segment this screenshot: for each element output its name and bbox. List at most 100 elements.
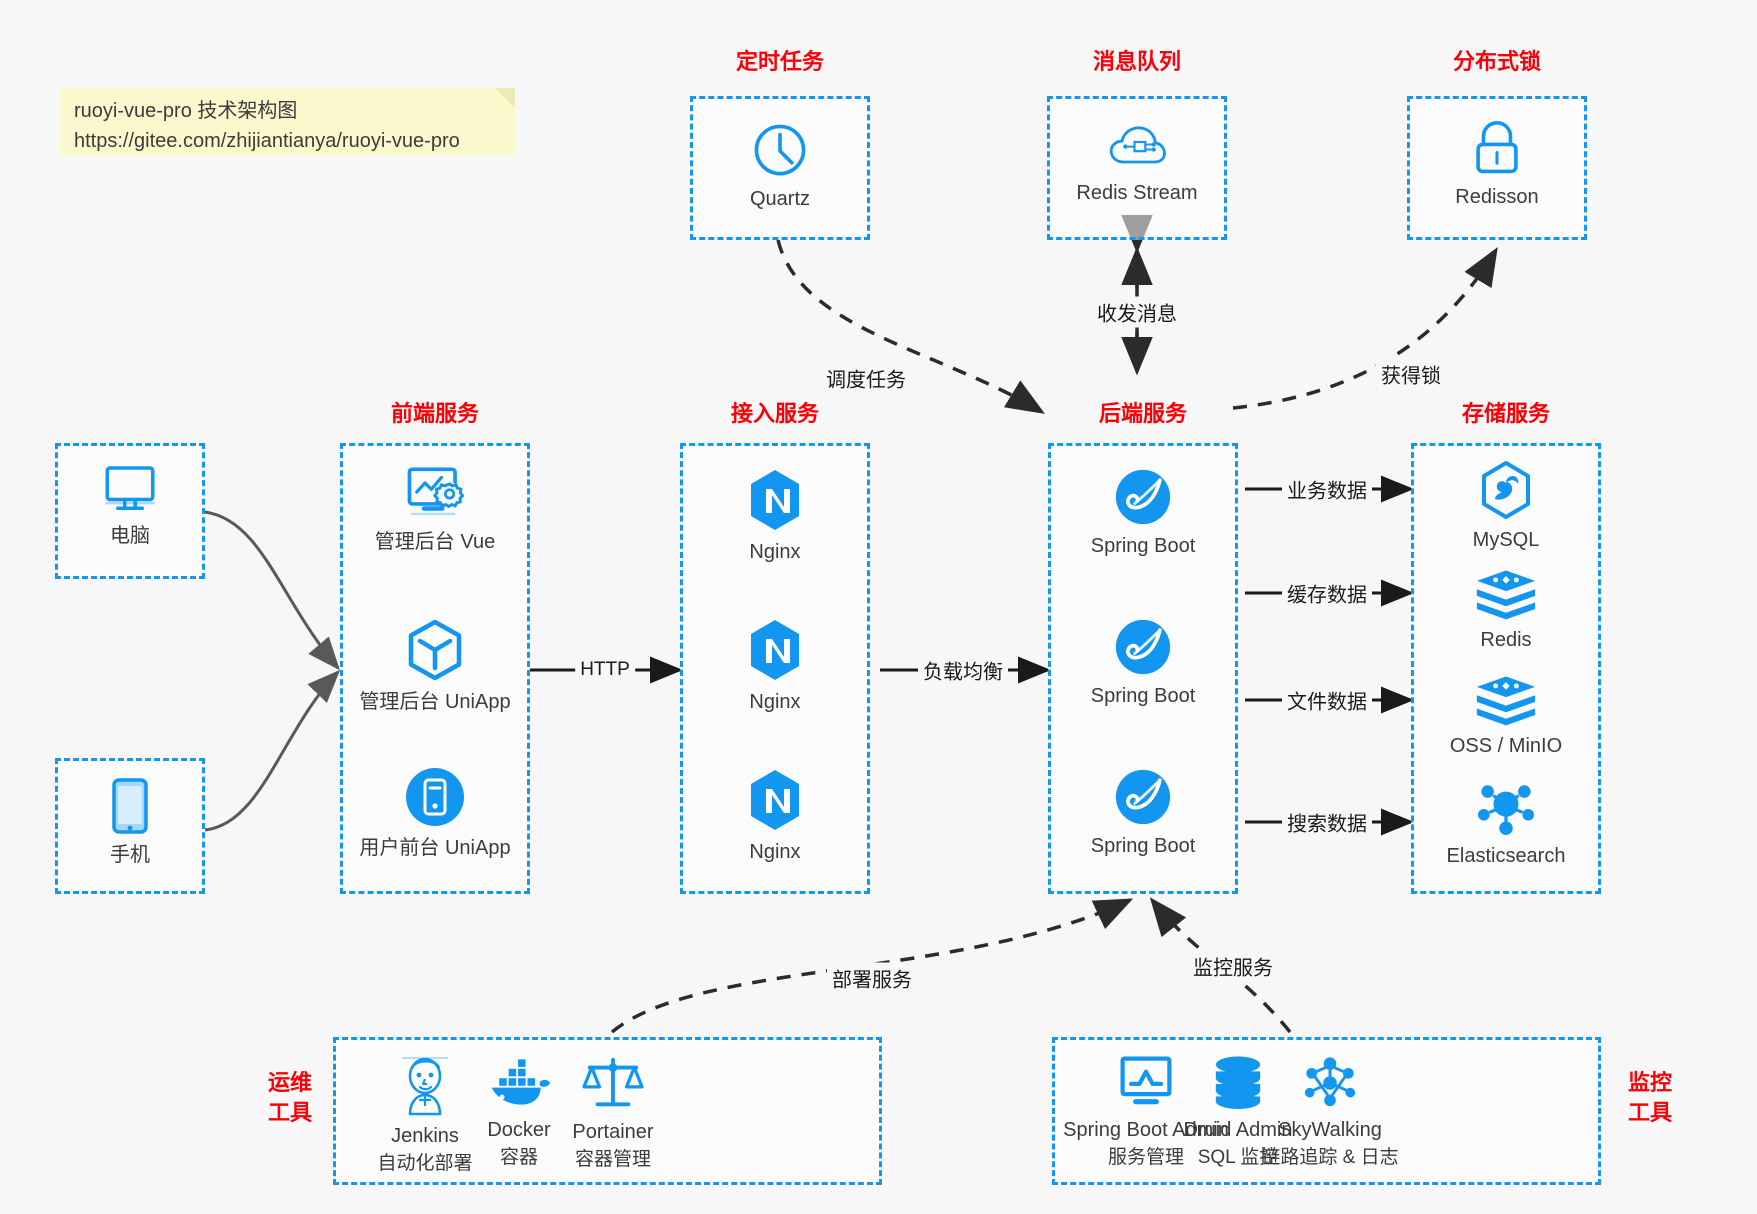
cube-icon [408, 619, 462, 681]
edge-label-schedule-task: 调度任务 [821, 362, 911, 394]
node-redisson[interactable]: Redisson [1410, 119, 1584, 210]
mobile-app-icon [406, 768, 464, 826]
dashboard-gear-icon [407, 467, 465, 516]
node-nginx-2[interactable]: Nginx [683, 618, 867, 715]
spring-boot-icon [1115, 619, 1171, 675]
node-label: 手机 [110, 844, 150, 866]
spring-boot-icon [1115, 769, 1171, 825]
monitor-chart-icon [1120, 1056, 1172, 1105]
node-oss-minio[interactable]: OSS / MinIO [1414, 674, 1598, 759]
node-label: SkyWalking [1278, 1119, 1382, 1141]
node-label: Redisson [1455, 186, 1539, 208]
docker-icon [491, 1059, 551, 1105]
group-title-devops-line2: 工具 [267, 1100, 312, 1125]
note-fold-corner [495, 88, 515, 108]
edge-label-business-data: 业务数据 [1282, 473, 1372, 505]
scales-icon [582, 1057, 644, 1107]
group-title-frontend: 前端服务 [390, 401, 479, 426]
node-label: 用户前台 UniApp [359, 837, 511, 859]
group-title-mq: 消息队列 [1092, 49, 1181, 74]
node-elasticsearch[interactable]: Elasticsearch [1414, 780, 1598, 869]
nginx-icon [751, 620, 799, 680]
node-label: Elasticsearch [1446, 845, 1566, 867]
group-box-storage: MySQL Redis OSS / MinIO [1411, 443, 1601, 894]
group-box-monitor: Spring Boot Admin 服务管理 Druid Admin SQL 监… [1052, 1037, 1601, 1185]
node-skywalking[interactable]: SkyWalking 链路追踪 & 日志 [1147, 1054, 1513, 1171]
smartphone-icon [112, 778, 148, 834]
group-box-pc-client: 电脑 [55, 443, 205, 579]
node-label: 管理后台 Vue [374, 531, 496, 553]
node-druid-admin[interactable]: Druid Admin SQL 监控 [1055, 1054, 1421, 1171]
node-spring-boot-3[interactable]: Spring Boot [1051, 768, 1235, 859]
node-label: Nginx [749, 541, 801, 563]
edge-label-http: HTTP [575, 658, 635, 682]
clock-icon [754, 124, 806, 176]
redis-icon [1476, 676, 1536, 726]
group-box-scheduler: Quartz [690, 96, 870, 240]
node-label: OSS / MinIO [1449, 735, 1563, 757]
database-icon [1215, 1056, 1261, 1109]
node-spring-boot-2[interactable]: Spring Boot [1051, 618, 1235, 709]
node-admin-uniapp[interactable]: 管理后台 UniApp [343, 618, 527, 715]
edge-label-search-data: 搜索数据 [1282, 806, 1372, 838]
node-label: MySQL [1472, 529, 1540, 551]
group-title-storage: 存储服务 [1461, 401, 1550, 426]
node-pc[interactable]: 电脑 [58, 462, 202, 549]
node-sublabel: 服务管理 [1107, 1147, 1184, 1168]
node-user-uniapp[interactable]: 用户前台 UniApp [343, 766, 527, 861]
node-mobile[interactable]: 手机 [58, 777, 202, 868]
edge-label-load-balance: 负载均衡 [918, 654, 1008, 686]
node-sublabel: 容器 [499, 1147, 538, 1168]
node-label: Spring Boot [1090, 535, 1196, 557]
group-title-gateway: 接入服务 [730, 401, 819, 426]
node-nginx-1[interactable]: Nginx [683, 468, 867, 565]
node-sublabel: 容器管理 [574, 1149, 651, 1170]
group-title-monitor: 监控 工具 [1615, 1068, 1685, 1128]
group-title-scheduler: 定时任务 [735, 49, 824, 74]
node-jenkins[interactable]: Jenkins 自动化部署 [242, 1054, 608, 1177]
node-label: Docker [487, 1119, 551, 1141]
group-box-frontend: 管理后台 Vue 管理后台 UniApp 用户前台 UniApp [340, 443, 530, 894]
node-docker[interactable]: Docker 容器 [336, 1054, 702, 1171]
cloud-network-icon [1109, 126, 1166, 164]
node-label: Spring Boot [1090, 685, 1196, 707]
network-nodes-icon [1304, 1057, 1356, 1107]
node-label: Nginx [749, 691, 801, 713]
node-sublabel: SQL 监控 [1197, 1147, 1279, 1168]
group-title-lock: 分布式锁 [1452, 49, 1541, 74]
note-url: https://gitee.com/zhijiantianya/ruoyi-vu… [74, 130, 460, 152]
edge-label-acquire-lock: 获得锁 [1376, 358, 1446, 390]
group-box-lock: Redisson [1407, 96, 1587, 240]
node-label: 管理后台 UniApp [359, 691, 511, 713]
node-redis[interactable]: Redis [1414, 568, 1598, 653]
group-box-mobile-client: 手机 [55, 758, 205, 894]
node-label: Druid Admin [1183, 1119, 1293, 1141]
edge-label-send-receive-message: 收发消息 [1092, 296, 1182, 328]
diagram-note: ruoyi-vue-pro 技术架构图 https://gitee.com/zh… [60, 88, 515, 156]
group-title-backend: 后端服务 [1098, 401, 1187, 426]
node-mysql[interactable]: MySQL [1414, 460, 1598, 553]
node-redis-stream[interactable]: Redis Stream [1050, 121, 1224, 206]
node-label: 电脑 [110, 525, 150, 547]
node-nginx-3[interactable]: Nginx [683, 768, 867, 865]
node-label: Quartz [749, 188, 811, 210]
edge-label-file-data: 文件数据 [1282, 684, 1372, 716]
node-spring-boot-1[interactable]: Spring Boot [1051, 468, 1235, 559]
mysql-icon [1482, 461, 1530, 519]
node-portainer[interactable]: Portainer 容器管理 [430, 1054, 796, 1173]
node-admin-vue[interactable]: 管理后台 Vue [343, 464, 527, 555]
group-title-devops: 运维 工具 [255, 1068, 325, 1128]
edge-label-cache-data: 缓存数据 [1282, 577, 1372, 609]
node-label: Redis Stream [1076, 182, 1198, 204]
edge-label-monitor-service: 监控服务 [1188, 950, 1278, 982]
node-sublabel: 链路追踪 & 日志 [1261, 1147, 1399, 1168]
elasticsearch-icon [1478, 785, 1534, 836]
group-box-backend: Spring Boot Spring Boot Spring Boot [1048, 443, 1238, 894]
node-quartz[interactable]: Quartz [693, 121, 867, 212]
spring-boot-icon [1115, 469, 1171, 525]
group-box-devops: Jenkins 自动化部署 Docker 容器 [333, 1037, 882, 1185]
node-spring-boot-admin[interactable]: Spring Boot Admin 服务管理 [963, 1054, 1329, 1171]
node-label: Portainer [572, 1121, 654, 1143]
node-label: Nginx [749, 841, 801, 863]
group-title-monitor-line2: 工具 [1627, 1100, 1672, 1125]
